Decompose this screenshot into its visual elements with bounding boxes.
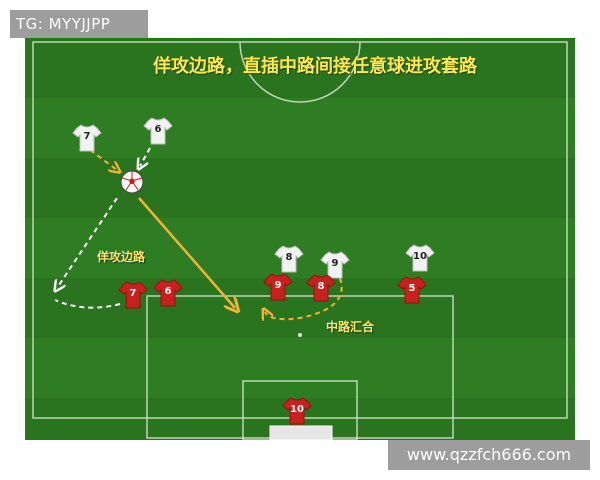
attacker-9: 9: [320, 250, 350, 280]
red-shirt-icon: [263, 273, 293, 301]
white-shirt-icon: [72, 124, 102, 152]
wing-feint-label: 佯攻边路: [97, 250, 146, 264]
pitch-markings: [25, 38, 575, 441]
defender-10: 10: [282, 396, 312, 426]
defender-8: 8: [306, 273, 336, 303]
attacker-7: 7: [72, 123, 102, 153]
red-shirt-icon: [153, 279, 183, 307]
website-watermark: www.qzzfch666.com: [388, 440, 590, 470]
attacker-8: 8: [274, 244, 304, 274]
diagram-title: 佯攻边路，直插中路间接任意球进攻套路: [153, 56, 477, 77]
red-shirt-icon: [306, 274, 336, 302]
red-shirt-icon: [118, 281, 148, 309]
football-icon: [120, 170, 144, 194]
red-shirt-icon: [282, 397, 312, 425]
white-shirt-icon: [320, 251, 350, 279]
telegram-watermark: TG: MYYJJPP: [10, 10, 148, 38]
white-shirt-icon: [143, 117, 173, 145]
defender-5: 5: [397, 275, 427, 305]
white-shirt-icon: [405, 244, 435, 272]
defender-6: 6: [153, 278, 183, 308]
defender-7: 7: [118, 280, 148, 310]
football-pitch: [25, 38, 575, 441]
white-shirt-icon: [274, 245, 304, 273]
center-converge-label: 中路汇合: [326, 320, 375, 334]
attacker-10: 10: [405, 243, 435, 273]
attacker-6: 6: [143, 116, 173, 146]
defender-9: 9: [263, 272, 293, 302]
red-shirt-icon: [397, 276, 427, 304]
